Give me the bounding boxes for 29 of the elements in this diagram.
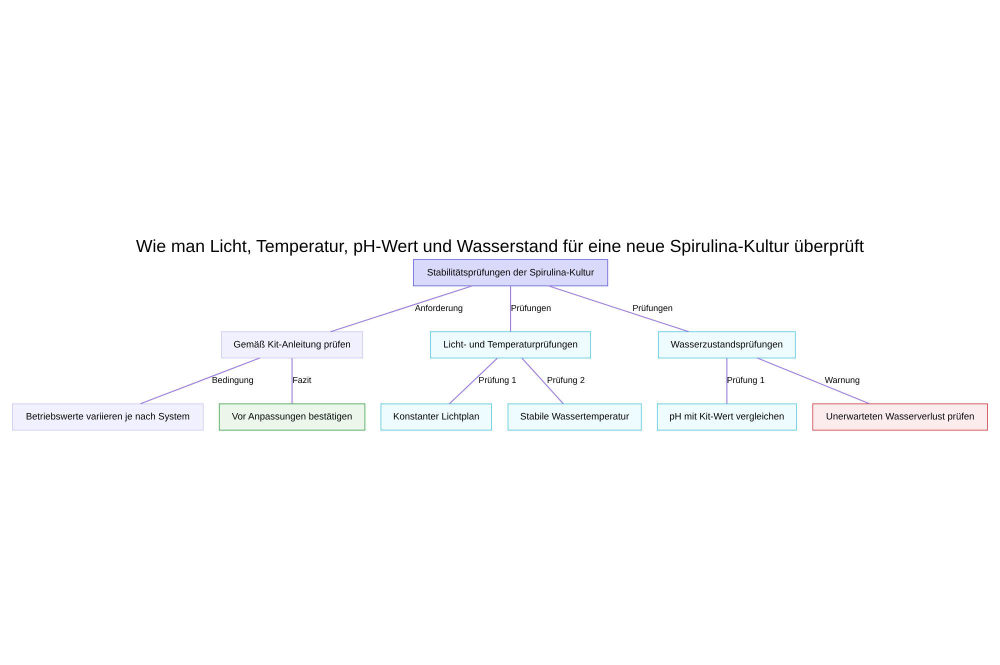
node-box: Stabile Wassertemperatur xyxy=(508,404,642,430)
connector xyxy=(449,358,498,404)
node-box: Unerwarteten Wasserverlust prüfen xyxy=(812,404,988,430)
edge-label: Prüfungen xyxy=(632,303,673,314)
edge-label: Fazit xyxy=(292,375,312,386)
node-box: Gemäß Kit-Anleitung prüfen xyxy=(221,331,364,358)
node-box: pH mit Kit-Wert vergleichen xyxy=(656,404,797,430)
connector xyxy=(522,358,564,404)
connector xyxy=(330,285,472,332)
connector xyxy=(757,358,870,404)
node-box: Wasserzustandsprüfungen xyxy=(658,331,796,358)
node-box: Vor Anpassungen bestätigen xyxy=(218,404,366,430)
node-box: Betriebswerte variieren je nach System xyxy=(12,404,204,430)
connector xyxy=(510,286,512,332)
edge-label: Prüfungen xyxy=(510,303,552,314)
node-box: Konstanter Lichtplan xyxy=(380,404,492,430)
edge-label: Prüfung 2 xyxy=(547,375,585,386)
connector xyxy=(292,358,293,404)
edge-label: Anforderung xyxy=(414,303,463,314)
connector xyxy=(140,357,260,404)
edge-label: Warnung xyxy=(824,375,860,386)
edge-label: Prüfung 1 xyxy=(726,375,765,386)
connector xyxy=(548,285,689,332)
edge-label: Bedingung xyxy=(212,375,254,386)
diagram-title: Wie man Licht, Temperatur, pH-Wert und Wasserstand für eine neue Spirulina-Kultur überprüft xyxy=(136,236,864,256)
node-box: Licht- und Temperaturprüfungen xyxy=(430,331,592,358)
node-box: Stabilitätsprüfungen der Spirulina-Kultur xyxy=(412,259,608,286)
connector xyxy=(726,358,728,404)
edge-label: Prüfung 1 xyxy=(478,375,516,386)
